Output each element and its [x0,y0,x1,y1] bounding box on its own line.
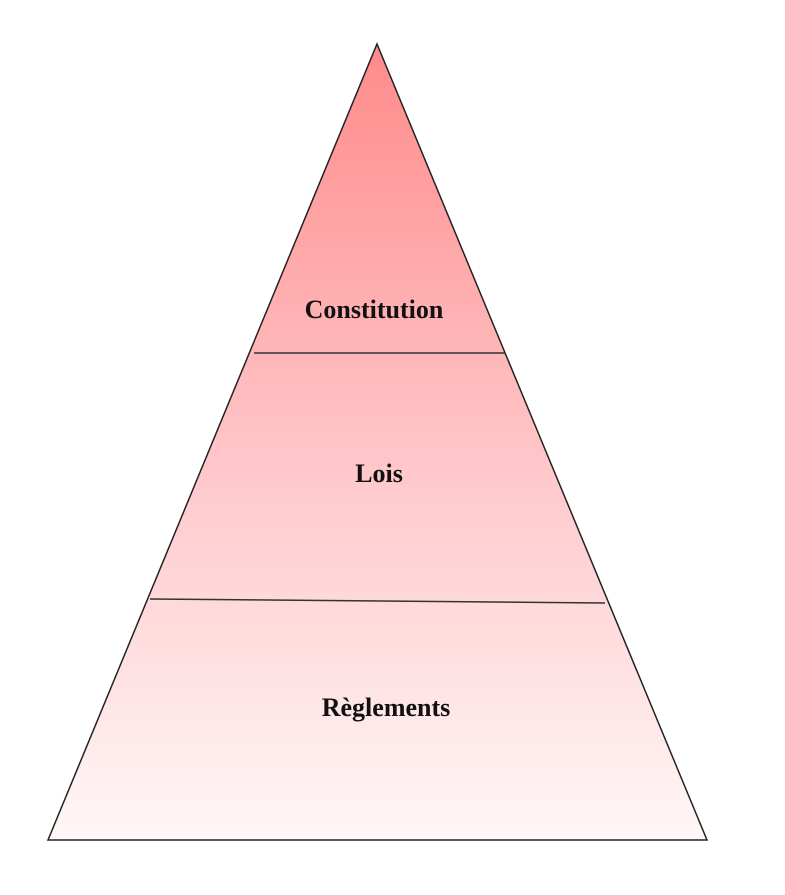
tier-label-constitution: Constitution [305,295,444,324]
tier-divider-bottom [149,598,606,604]
pyramid-body [46,42,709,841]
tier-label-reglements: Règlements [322,693,451,722]
tier-label-lois: Lois [355,459,403,488]
